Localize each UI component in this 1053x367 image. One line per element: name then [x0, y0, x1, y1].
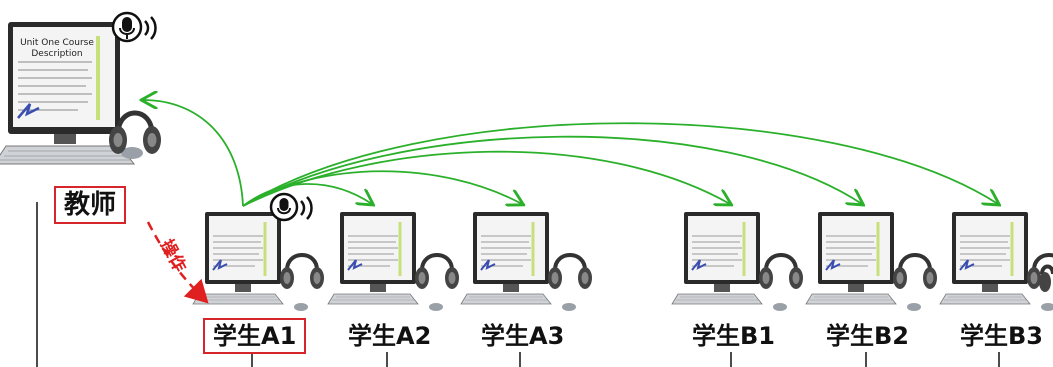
student-computer-b2 — [804, 210, 939, 313]
student-label-b2: 学生B2 — [826, 322, 909, 350]
teacher-computer — [0, 22, 161, 165]
student-label-a3: 学生A3 — [481, 322, 565, 350]
student-computer-a3 — [459, 210, 594, 313]
teacher-screen-title-1: Unit One Course — [20, 38, 94, 48]
arrow-to-b2 — [242, 135, 862, 207]
student-computer-b1 — [670, 210, 805, 313]
arrow-to-b1 — [242, 150, 730, 207]
operation-arrow — [146, 221, 209, 304]
student-computer-a1 — [191, 210, 326, 313]
arrow-to-teacher — [143, 100, 244, 207]
student-computer-b3 — [938, 210, 1053, 313]
microphone-speaking-icon — [111, 11, 157, 43]
student-label-a1: 学生A1 — [203, 318, 307, 354]
arrow-to-b3 — [242, 122, 998, 207]
student-label-a2: 学生A2 — [348, 322, 432, 350]
broadcast-arrows — [143, 100, 998, 207]
teacher-screen-title-2: Description — [31, 49, 82, 59]
teacher-label: 教师 — [54, 186, 127, 224]
timeline-ticks — [36, 202, 1000, 367]
student-label-b1: 学生B1 — [692, 322, 775, 350]
student-a1-microphone-icon — [269, 192, 313, 222]
student-computer-a2 — [326, 210, 461, 313]
partial-computer-edge — [1039, 264, 1053, 292]
student-label-b3: 学生B3 — [960, 322, 1043, 350]
